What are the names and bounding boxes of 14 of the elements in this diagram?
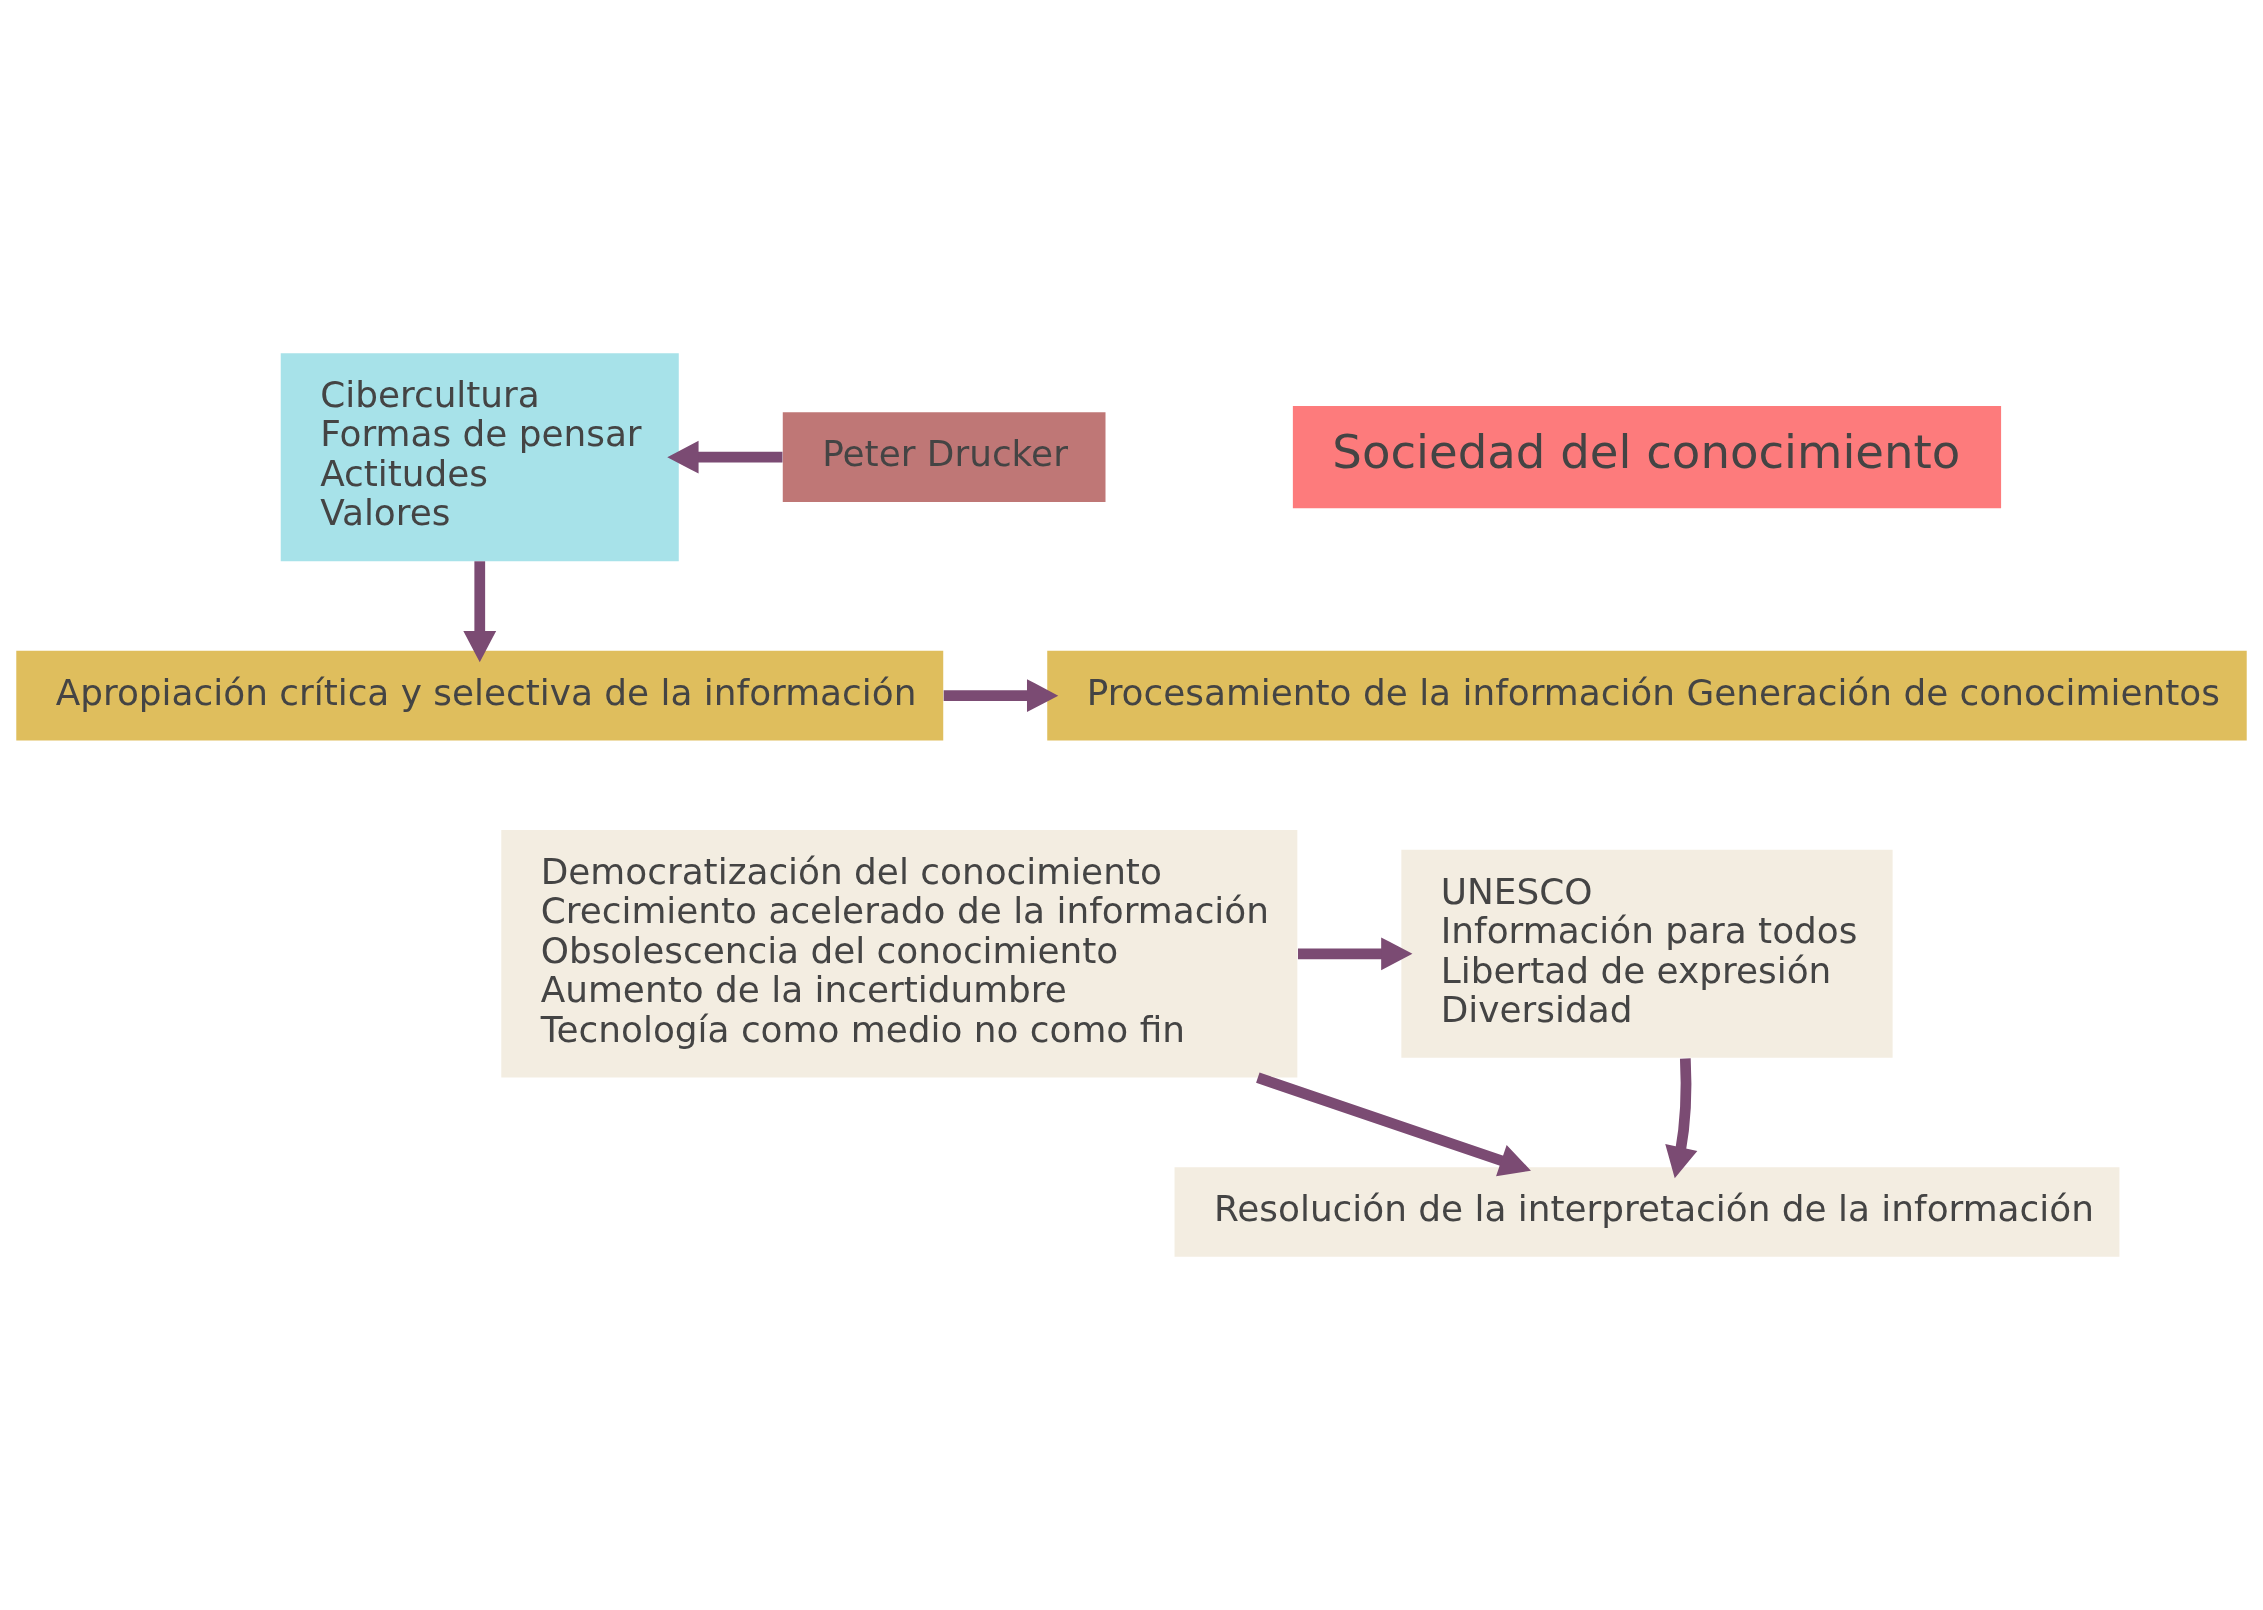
node-box: Sociedad del conocimiento [1292,406,2002,509]
node-box: UNESCO Información para todos Libertad de expresión Diversidad [1401,849,1893,1058]
arrow [1256,1072,1531,1177]
node-box: Resolución de la interpretación de la información [1174,1167,2120,1257]
arrow [1298,937,1413,971]
arrow [943,679,1059,713]
arrow [1665,1058,1698,1179]
arrow [463,561,497,663]
node-box: Cibercultura Formas de pensar Actitudes Valores [280,353,679,562]
node-box: Peter Drucker [782,412,1106,502]
arrow [667,440,783,474]
node-box: Democratización del conocimiento Crecimiento acelerado de la información Obsolescencia del conocimiento Aumento de la incertidumbre Tecnología como medio no como fin [501,830,1298,1078]
node-box: Procesamiento de la información Generación de conocimientos [1047,650,2247,741]
node-box: Apropiación crítica y selectiva de la información [16,650,944,741]
